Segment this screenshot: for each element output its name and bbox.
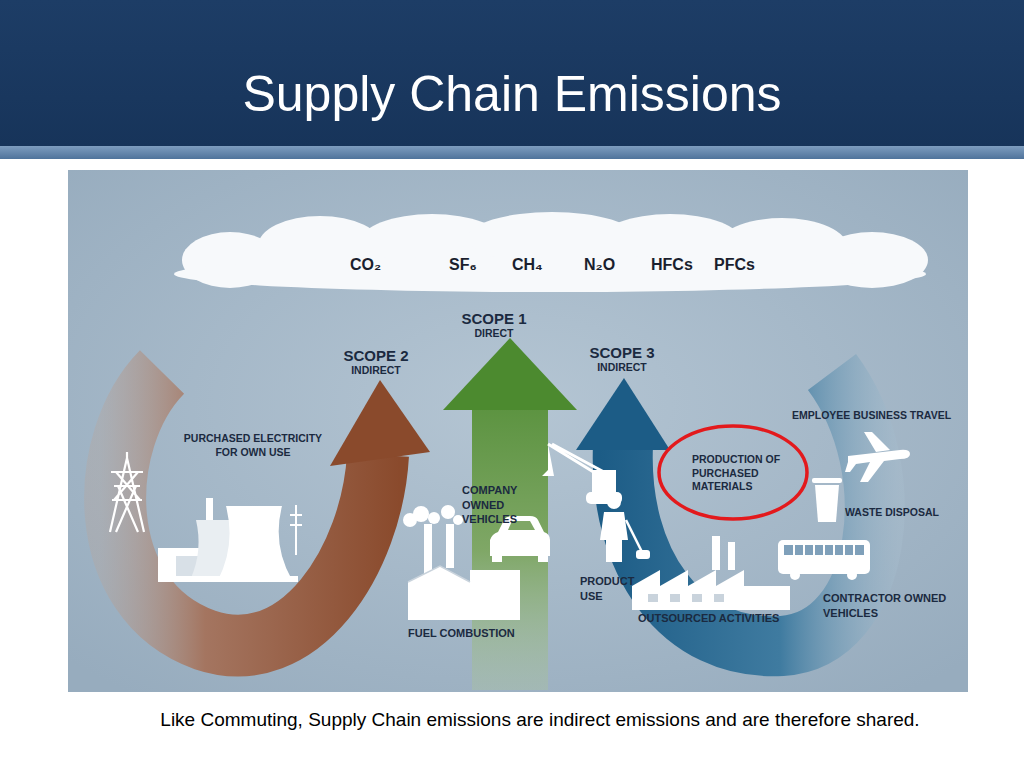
slide-title: Supply Chain Emissions bbox=[0, 64, 1024, 124]
illustration-panel bbox=[68, 170, 968, 692]
smoke-puff bbox=[428, 512, 440, 524]
car-wheel bbox=[492, 554, 502, 562]
red-highlight-ring bbox=[659, 426, 807, 519]
factory-stack bbox=[424, 524, 432, 574]
source-label: PRODUCT USE bbox=[580, 574, 642, 603]
cloud-puff bbox=[174, 256, 926, 292]
cooling-tower bbox=[218, 506, 292, 580]
scope-1-arrowhead bbox=[443, 338, 577, 410]
scope-3-arrowhead bbox=[576, 378, 670, 450]
header-strip bbox=[0, 146, 1024, 159]
smoke-puff bbox=[441, 505, 455, 519]
scope-heading: SCOPE 2 bbox=[316, 346, 436, 366]
gas-name: CO₂ bbox=[350, 254, 381, 275]
source-label: WASTE DISPOSAL bbox=[845, 506, 939, 520]
source-label: COMPANY OWNED VEHICLES bbox=[462, 483, 560, 527]
header-bar bbox=[0, 0, 1024, 146]
scope-heading: SCOPE 1 bbox=[434, 309, 554, 329]
scope-type: DIRECT bbox=[434, 327, 554, 341]
gas-name: SF₆ bbox=[449, 254, 477, 275]
scope-2-arc bbox=[115, 372, 378, 646]
trash-lid bbox=[812, 478, 842, 483]
factory-window bbox=[714, 594, 724, 602]
factory-roofline bbox=[408, 566, 470, 582]
smoke-puff bbox=[453, 515, 463, 525]
source-label: OUTSOURCED ACTIVITIES bbox=[638, 611, 779, 626]
gas-name: N₂O bbox=[584, 254, 615, 275]
gas-cloud: CO₂ SF₆ CH₄ N₂O HFCs PFCs bbox=[170, 212, 930, 296]
scope-2-arrowhead bbox=[330, 380, 430, 466]
vacuum-handle bbox=[626, 520, 642, 552]
highlight-ellipse: PRODUCTION OF PURCHASED MATERIALS bbox=[657, 424, 809, 521]
source-label: CONTRACTOR OWNED VEHICLES bbox=[823, 591, 953, 620]
airplane bbox=[845, 432, 910, 482]
scope-type: INDIRECT bbox=[562, 361, 682, 375]
gas-cloud-shape bbox=[170, 212, 930, 296]
power-plant-ground bbox=[158, 576, 298, 582]
vacuum-head bbox=[636, 550, 650, 559]
bus-wheel bbox=[790, 570, 800, 580]
slide-caption: Like Commuting, Supply Chain emissions a… bbox=[20, 707, 1024, 733]
factory-stack bbox=[446, 524, 454, 568]
power-pole bbox=[290, 505, 302, 555]
scope-heading: SCOPE 3 bbox=[562, 343, 682, 363]
crane-hook bbox=[542, 444, 554, 476]
bus-wheel bbox=[847, 570, 857, 580]
factory-window bbox=[648, 594, 658, 602]
smoke-puff bbox=[413, 506, 429, 522]
gas-name: HFCs bbox=[651, 254, 693, 275]
gas-name: CH₄ bbox=[512, 254, 543, 275]
person-body bbox=[600, 512, 628, 562]
factory-building bbox=[408, 566, 520, 620]
crane-cab bbox=[592, 470, 616, 492]
highlighted-label: PRODUCTION OF PURCHASED MATERIALS bbox=[692, 453, 784, 494]
source-label: EMPLOYEE BUSINESS TRAVEL bbox=[792, 409, 951, 423]
bus-window-bars bbox=[794, 545, 854, 555]
trash-can bbox=[815, 485, 839, 522]
factory-window bbox=[692, 594, 702, 602]
outsourced-factory bbox=[632, 570, 790, 610]
factory-stack bbox=[712, 536, 720, 570]
source-label: PURCHASED ELECTRICITY FOR OWN USE bbox=[177, 432, 329, 460]
scope-type: INDIRECT bbox=[316, 364, 436, 378]
factory-stack bbox=[728, 542, 735, 570]
person-head bbox=[607, 495, 621, 509]
bus-windows bbox=[784, 545, 864, 555]
factory-window bbox=[670, 594, 680, 602]
gas-name: PFCs bbox=[714, 254, 755, 275]
bus-body bbox=[778, 540, 870, 574]
source-label: FUEL COMBUSTION bbox=[408, 626, 515, 641]
car-wheel bbox=[538, 554, 548, 562]
power-pylon bbox=[110, 452, 144, 532]
